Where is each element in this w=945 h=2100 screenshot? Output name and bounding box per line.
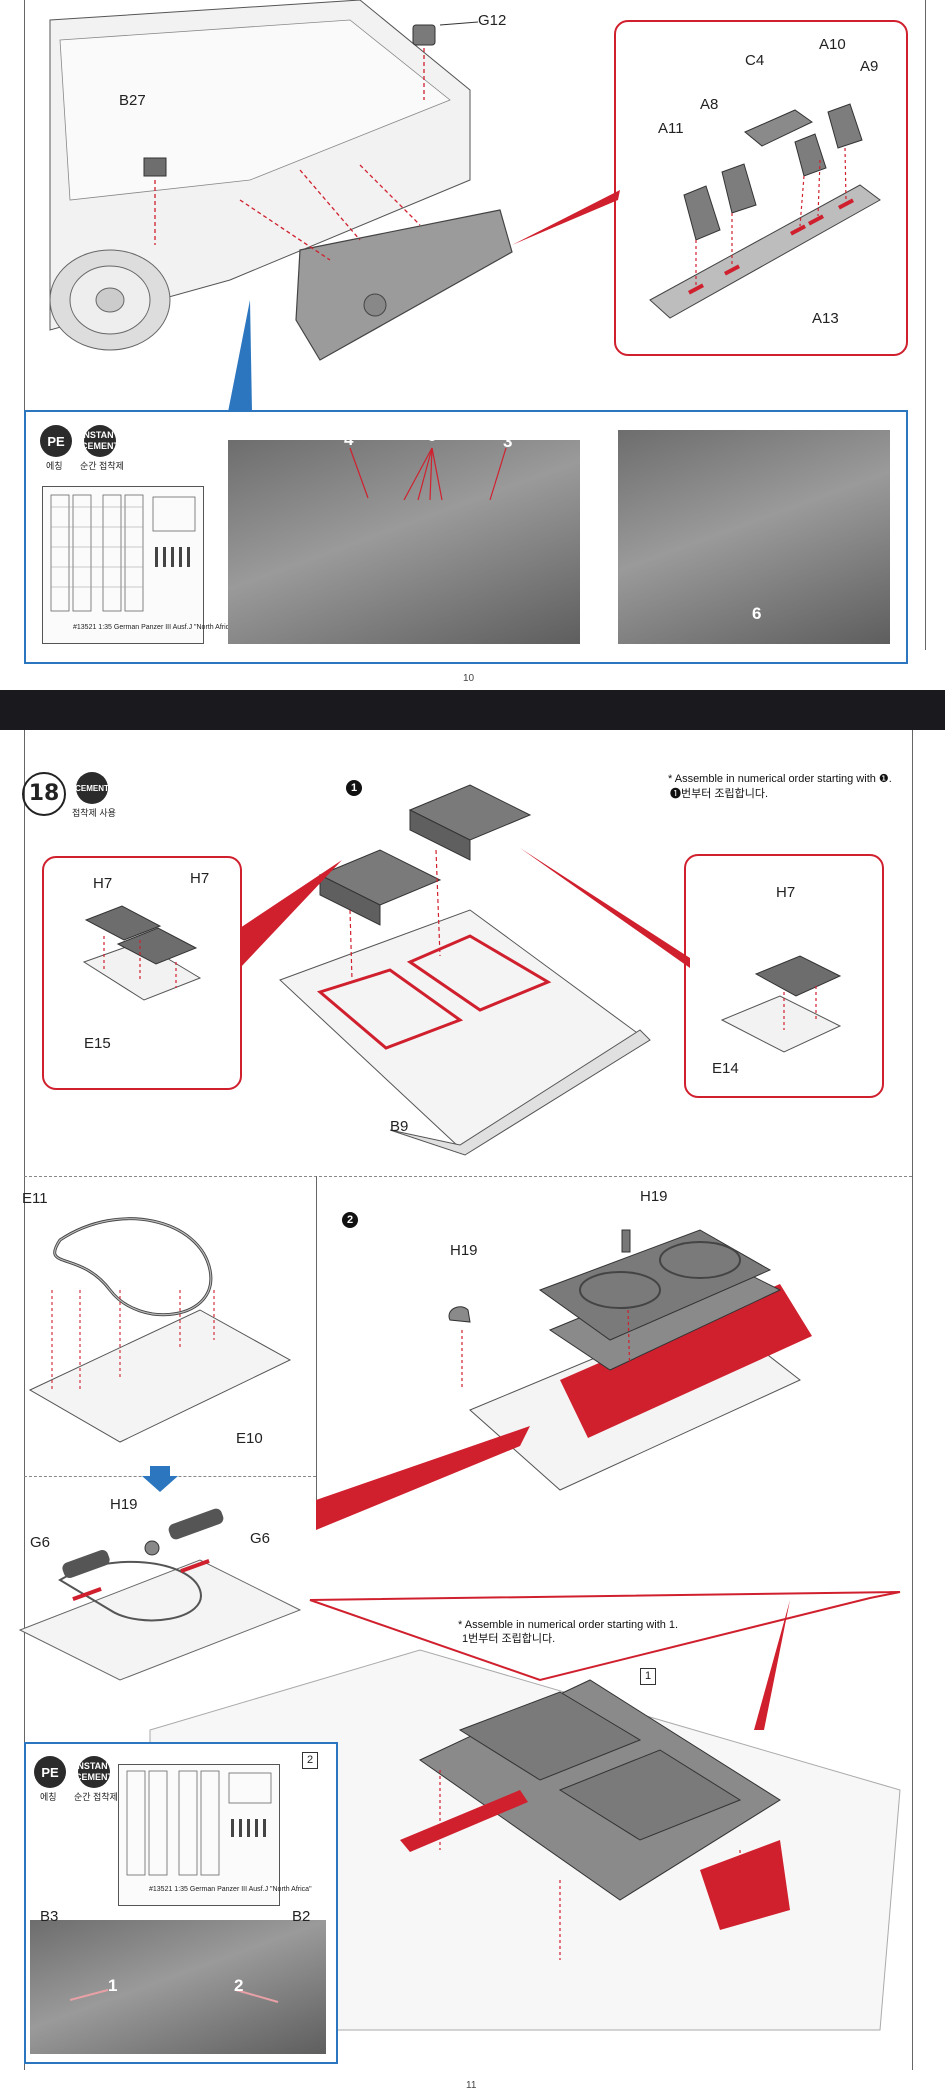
part-label-g6-b: G6 [250,1530,271,1547]
instant-cement-caption-2: 순간 접착제 [74,1792,118,1802]
callout-6b: 6 [752,604,762,623]
e15-detail-illustration [82,905,202,1001]
part-label-e10: E10 [236,1430,263,1447]
part-label-h19-b: H19 [450,1242,478,1259]
callout-6: 6 [427,426,437,445]
callout-4: 4 [344,430,354,449]
cement-caption: 접착제 사용 [72,808,116,818]
pe-badge-2: PE [34,1756,66,1788]
part-label-h7-c: H7 [776,884,796,901]
part-label-h7-a: H7 [93,875,113,892]
callout-2: 2 [234,1976,244,1995]
pe-badge: PE [40,425,72,457]
part-label-b9: B9 [390,1118,409,1135]
part-label-a8: A8 [700,96,719,113]
page-number-11: 11 [466,2080,477,2091]
square-marker-2: 2 [302,1752,318,1769]
part-label-a9: A9 [860,58,879,75]
section-divider-1 [24,1176,912,1177]
section-divider-vertical [316,1176,317,1526]
square-marker-1: 1 [640,1668,656,1685]
page-number-10: 10 [463,673,475,684]
part-label-c4: C4 [745,52,765,69]
part-label-a11: A11 [658,120,684,137]
cement-badge: CEMENT [75,772,109,804]
part-label-e11: E11 [22,1190,48,1207]
rear-plate-detail-illustration [649,103,881,319]
page-separator [0,690,945,730]
instant-cement-caption: 순간 접착제 [80,461,124,471]
part-label-h19-c: H19 [110,1496,138,1513]
step2-main-illustration [316,1229,812,1530]
part-label-a13: A13 [812,310,839,327]
pe-badge-caption-2: 에칭 [40,1792,57,1802]
page-border-right [925,0,926,650]
e10-e11-illustration [28,1217,292,1492]
detail-photo-rear-plate [228,440,580,644]
part-label-b2: B2 [292,1908,311,1925]
part-label-e15: E15 [84,1035,111,1052]
part-label-a10: A10 [819,36,846,53]
pe-fret-sheet-2: #13521 1:35 German Panzer III Ausf.J "No… [118,1764,312,1906]
step1-main-illustration [240,784,690,1156]
pe-badge-caption: 에칭 [46,461,63,471]
pe-fret-drawing-2 [126,1770,272,1876]
pe-fret-sheet: #13521 1:35 German Panzer III Ausf.J "No… [42,486,236,644]
part-label-b27: B27 [119,92,146,109]
g6-h19-illustration [18,1508,901,1682]
detail-box-e14 [684,854,884,1098]
detail-photo-hull-rear [618,430,890,644]
assembly-note2-en: * Assemble in numerical order starting w… [458,1619,679,1631]
sub-step-1-marker: 1 [346,780,362,796]
part-label-b3: B3 [40,1908,59,1925]
pe-sheet-caption-2: #13521 1:35 German Panzer III Ausf.J "No… [149,1886,312,1893]
part-label-g6-a: G6 [30,1534,51,1551]
deck-photo-callouts [69,1989,279,2003]
part-label-g12: G12 [478,12,507,29]
callout-3: 3 [503,432,513,451]
detail-box-rear-plate [614,20,908,356]
part-label-h19-a: H19 [640,1188,668,1205]
part-label-h7-b: H7 [190,870,210,887]
assembly-note2-ko: 1번부터 조립합니다. [462,1633,556,1645]
instant-cement-badge-2: INSTANT CEMENT [75,1756,113,1788]
assembly-note-en: * Assemble in numerical order starting w… [668,773,892,785]
pe-fret-drawing [50,494,196,612]
page11-border-right [912,730,913,2070]
pe-sheet-caption: #13521 1:35 German Panzer III Ausf.J "No… [73,624,236,631]
manual-page-10: G12 B27 C4 A10 A9 A8 A11 A13 [0,0,945,690]
callout-1: 1 [108,1976,118,1995]
hull-rear-illustration [49,0,620,412]
step-number: 18 [22,772,66,816]
detail-box-e15 [42,856,242,1090]
page-border-left [24,0,25,650]
detail-photo-deck [30,1920,326,2054]
e14-detail-illustration [720,955,842,1053]
assembly-note-ko: ❶번부터 조립합니다. [670,788,769,800]
part-label-e14: E14 [712,1060,739,1077]
manual-page-11: 18 CEMENT 접착제 사용 * Assemble in numerical… [0,730,945,2100]
instant-cement-badge: INSTANT CEMENT [81,425,119,457]
sub-step-2-marker: 2 [342,1212,358,1228]
page11-border-left [24,730,25,2070]
